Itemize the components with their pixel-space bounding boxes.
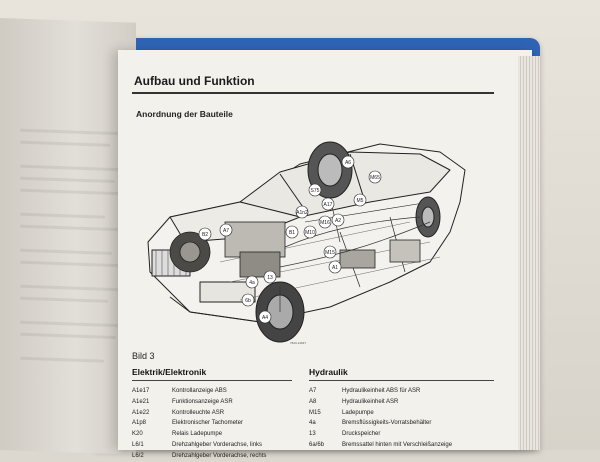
car-component-diagram: A6 M65 S75 A17 A1n2 M5 B1 M10 M16 A2 B2 …: [147, 141, 466, 343]
callout-label: B1: [289, 230, 295, 236]
callout-label: S75: [311, 188, 320, 194]
callout-label: M16: [320, 220, 330, 226]
page-edges: [518, 56, 540, 450]
callout-label: A1n2: [296, 210, 308, 216]
callout-label: A4: [262, 315, 268, 321]
callout-label: 13: [267, 275, 273, 281]
callout-label: M65: [370, 175, 380, 181]
callout-label: M15: [325, 250, 335, 256]
callout-label: M5: [357, 198, 364, 204]
callout-label: A2: [335, 218, 341, 224]
title-rule: [132, 92, 494, 94]
figure-label: Bild 3: [132, 351, 155, 361]
diagram-subtitle: Anordnung der Bauteile: [136, 109, 233, 119]
callout-label: 6b: [245, 298, 251, 304]
hydraulik-heading: Hydraulik: [309, 367, 348, 377]
callout-label: M10: [305, 230, 315, 236]
elektrik-rule: [132, 380, 292, 381]
callout-label: A6: [345, 160, 351, 166]
left-page: [0, 18, 136, 455]
hydraulik-rule: [309, 380, 494, 381]
callout-label: 4a: [249, 280, 255, 286]
callout-label: A17: [324, 202, 333, 208]
figure-code: 7623-14637: [290, 341, 307, 345]
callout-label: A7: [223, 228, 229, 234]
callout-label: A1: [332, 265, 338, 271]
section-title: Aufbau und Funktion: [134, 74, 255, 88]
callout-label: B2: [202, 232, 208, 238]
elektrik-heading: Elektrik/Elektronik: [132, 367, 207, 377]
